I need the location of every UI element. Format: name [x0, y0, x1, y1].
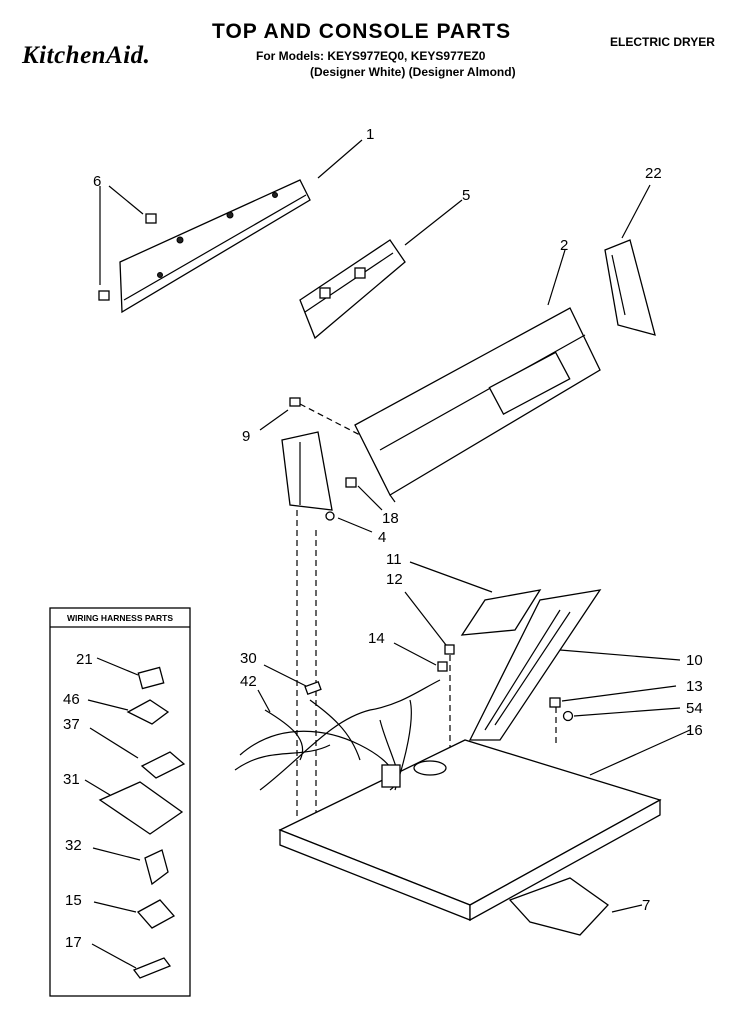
part-22-end-cap: [604, 239, 656, 336]
callout-2: 2: [560, 237, 568, 254]
part-13-screw: [549, 697, 561, 708]
callout-h17: 17: [65, 934, 82, 951]
callout-6: 6: [93, 173, 101, 190]
callout-16: 16: [686, 722, 703, 739]
callout-h32: 32: [65, 837, 82, 854]
callout-18: 18: [382, 510, 399, 527]
harness-box-title: WIRING HARNESS PARTS: [67, 613, 173, 623]
harness-part-17: [132, 957, 172, 979]
product-type: ELECTRIC DRYER: [610, 35, 715, 49]
callout-5: 5: [462, 187, 470, 204]
model-numbers: For Models: KEYS977EQ0, KEYS977EZ0: [256, 49, 486, 63]
harness-parts-box: WIRING HARNESS PARTS: [49, 607, 191, 997]
callout-42: 42: [240, 673, 257, 690]
callout-14: 14: [368, 630, 385, 647]
callout-h31: 31: [63, 771, 80, 788]
callout-h37: 37: [63, 716, 80, 733]
model-variants: (Designer White) (Designer Almond): [310, 65, 516, 79]
page-title: TOP AND CONSOLE PARTS: [212, 20, 512, 43]
part-6-screws: [98, 213, 157, 301]
part-7-top: [278, 739, 662, 936]
callout-h15: 15: [65, 892, 82, 909]
callout-9: 9: [242, 428, 250, 445]
wiring-harness: [234, 679, 441, 791]
callout-30: 30: [240, 650, 257, 667]
part-5-control-board: [299, 239, 406, 340]
harness-part-31: [98, 781, 184, 835]
callout-22: 22: [645, 165, 662, 182]
callout-12: 12: [386, 571, 403, 588]
part-11-frame: [460, 589, 542, 636]
harness-part-46: [126, 699, 170, 725]
harness-part-37: [140, 751, 186, 779]
callout-7: 7: [642, 897, 650, 914]
harness-part-32: [144, 849, 169, 886]
part-10-duct: [468, 589, 602, 741]
part-2-console: [354, 307, 601, 503]
harness-part-21: [137, 666, 165, 690]
part-12-screw: [444, 644, 455, 655]
part-9-screw: [289, 397, 301, 407]
part-4-end-cap: [281, 431, 335, 521]
brand-logo: KitchenAid.: [22, 42, 151, 69]
callout-h21: 21: [76, 651, 93, 668]
part-1-bracket: [119, 179, 311, 314]
part-54-clip: [562, 710, 574, 722]
part-18-screw: [345, 477, 357, 488]
callout-54: 54: [686, 700, 703, 717]
harness-part-15: [136, 899, 176, 929]
callout-4: 4: [378, 529, 386, 546]
callout-1: 1: [366, 126, 374, 143]
callout-10: 10: [686, 652, 703, 669]
callout-13: 13: [686, 678, 703, 695]
callout-11: 11: [386, 551, 402, 568]
part-14-screw: [437, 661, 448, 672]
callout-h46: 46: [63, 691, 80, 708]
